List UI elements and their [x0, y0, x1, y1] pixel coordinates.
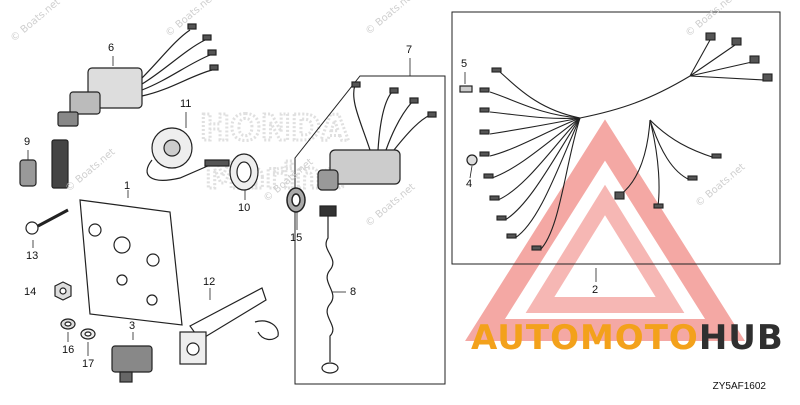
callout-10: 10 — [238, 202, 251, 214]
callout-2: 2 — [592, 284, 599, 296]
part-2-wire-harness — [479, 32, 773, 251]
callout-4: 4 — [466, 178, 473, 190]
callout-9: 9 — [24, 136, 31, 148]
part-5-pin — [459, 85, 473, 93]
part-16-washer — [60, 318, 76, 330]
part-3-connector — [111, 345, 153, 383]
callout-1: 1 — [124, 180, 131, 192]
part-9-key — [19, 139, 69, 189]
ignition-box — [294, 75, 446, 385]
part-8-lanyard-cord — [319, 205, 339, 374]
callout-6: 6 — [108, 42, 115, 54]
leader-lines — [27, 56, 597, 356]
callout-16: 16 — [62, 344, 75, 356]
part-13-screw — [25, 208, 69, 235]
logo-part-1: AUTOMOTO — [471, 318, 699, 358]
callout-3: 3 — [129, 320, 136, 332]
part-10-clamp-ring — [229, 153, 259, 191]
part-4-grommet — [466, 154, 478, 166]
automotohub-logo: AUTOMOTOHUB — [471, 318, 784, 358]
logo-part-2: HUB — [698, 318, 784, 358]
part-6-key-switch — [57, 23, 219, 127]
diagram-code: ZY5AF1602 — [712, 381, 766, 392]
part-12-bracket — [179, 287, 279, 365]
part-14-nut — [54, 281, 72, 301]
callout-7: 7 — [406, 44, 413, 56]
callout-13: 13 — [26, 250, 39, 262]
callout-5: 5 — [461, 58, 468, 70]
warning-triangle-logo — [465, 119, 745, 341]
part-15-o-ring — [286, 187, 306, 213]
callout-11: 11 — [180, 98, 192, 110]
callout-12: 12 — [203, 276, 216, 288]
part-1-plate — [79, 199, 183, 326]
part-7-ignition-switch — [317, 81, 437, 191]
part-11-sensor — [146, 127, 230, 181]
callout-15: 15 — [290, 232, 303, 244]
harness-box — [451, 11, 781, 265]
callout-8: 8 — [350, 286, 357, 298]
svg-text:HONDA: HONDA — [200, 108, 349, 149]
callout-14: 14 — [24, 286, 37, 298]
part-17-washer — [80, 328, 96, 340]
callout-17: 17 — [82, 358, 95, 370]
